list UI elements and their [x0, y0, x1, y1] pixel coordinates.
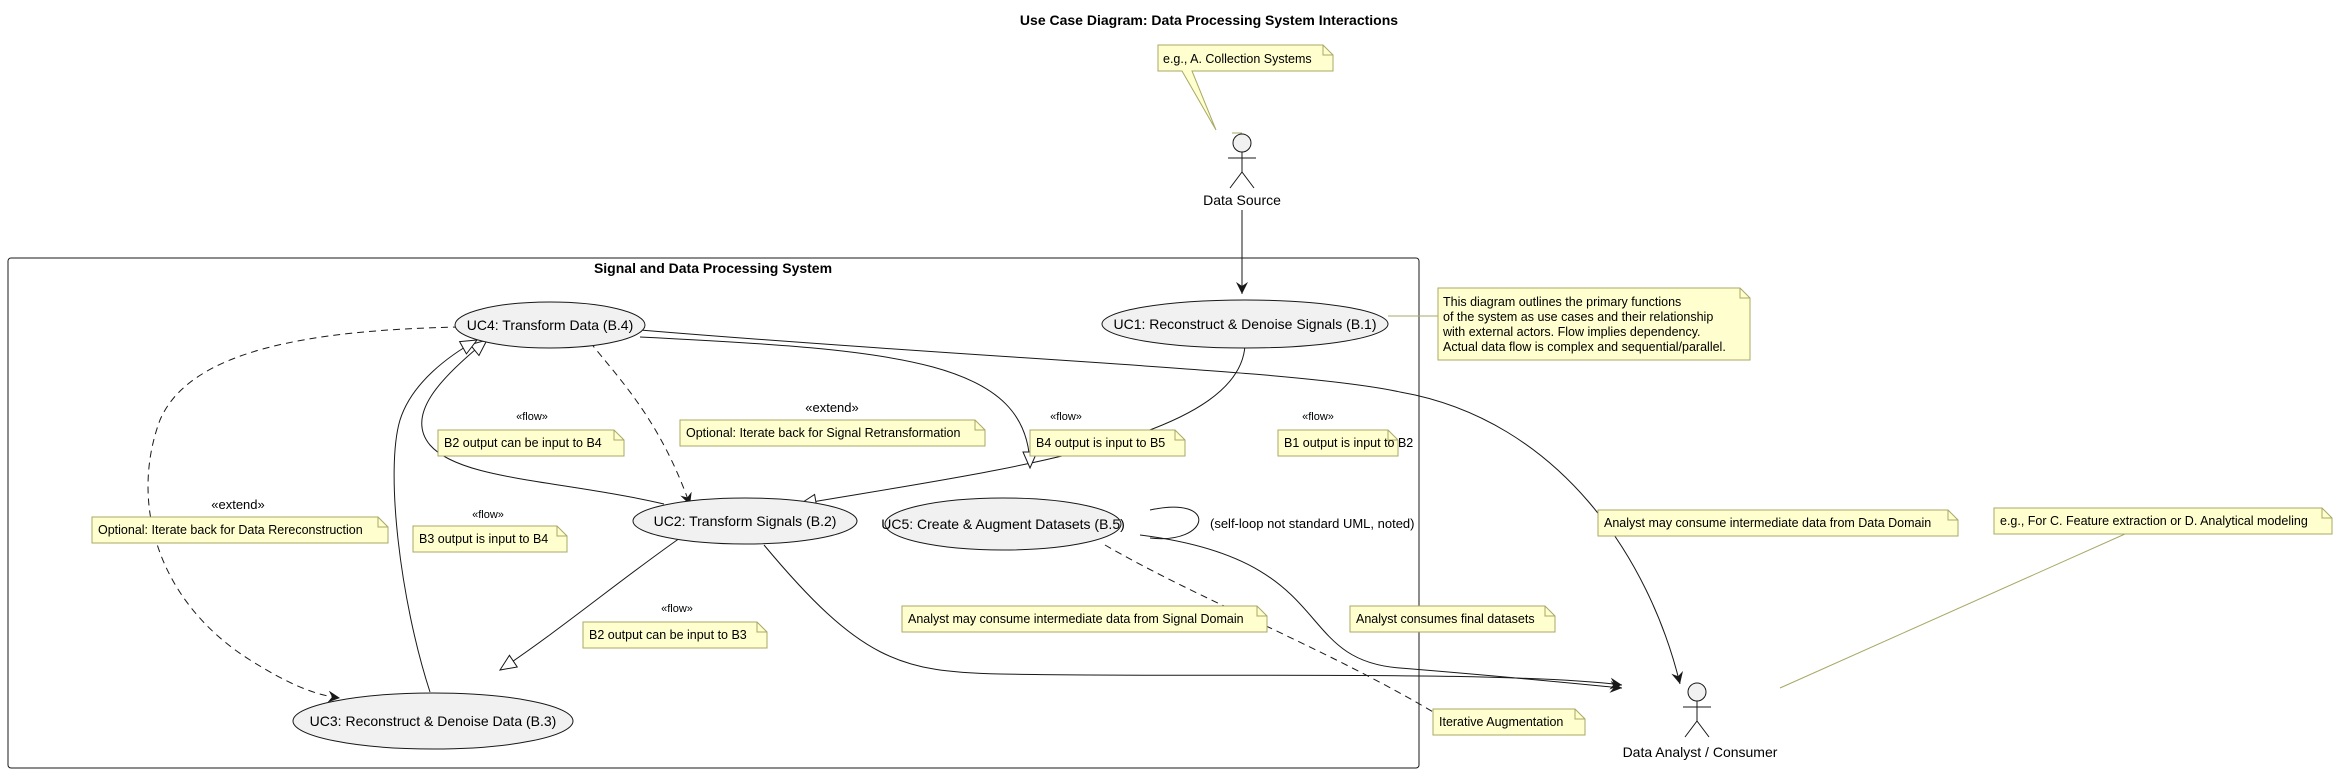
note-feature: e.g., For C. Feature extraction or D. An… — [1993, 507, 2333, 535]
use-case-uc4[interactable]: UC4: Transform Data (B.4) — [454, 301, 646, 349]
note-overview-line-1: This diagram outlines the primary functi… — [1443, 295, 1681, 309]
note-iterate-signal: Optional: Iterate back for Signal Retran… — [679, 419, 986, 447]
note-analyst-signal: Analyst may consume intermediate data fr… — [901, 605, 1268, 633]
uc2-label: UC2: Transform Signals (B.2) — [654, 513, 837, 529]
uc4-to-uc3-extend — [147, 326, 461, 703]
uc4-to-uc2-extend — [589, 341, 692, 506]
diagram-title: Use Case Diagram: Data Processing System… — [1020, 12, 1398, 28]
actor-head-icon — [1687, 682, 1707, 702]
stereo-flow-b1-b2: «flow» — [1302, 411, 1334, 423]
note-overview-line-2: of the system as use cases and their rel… — [1443, 310, 1713, 324]
stereo-extend-signal: «extend» — [805, 400, 859, 415]
uc1-label: UC1: Reconstruct & Denoise Signals (B.1) — [1114, 316, 1377, 332]
use-case-uc5[interactable]: UC5: Create & Augment Datasets (B.5) — [881, 497, 1125, 551]
note-b2-b4: B2 output can be input to B4 — [437, 429, 625, 457]
note-b2-b4-text: B2 output can be input to B4 — [444, 436, 602, 450]
note-overview: This diagram outlines the primary functi… — [1437, 287, 1751, 361]
note-links — [1232, 132, 2126, 689]
connections — [147, 210, 1684, 717]
note-b4-b5: B4 output is input to B5 — [1029, 429, 1186, 457]
note-analyst-final-text: Analyst consumes final datasets — [1356, 612, 1535, 626]
note-b4-b5-text: B4 output is input to B5 — [1036, 436, 1165, 450]
actor-data-analyst-label: Data Analyst / Consumer — [1623, 744, 1778, 760]
uc3-label: UC3: Reconstruct & Denoise Data (B.3) — [310, 713, 557, 729]
note-analyst-signal-text: Analyst may consume intermediate data fr… — [908, 612, 1244, 626]
stereo-extend-data: «extend» — [211, 497, 265, 512]
actor-head-icon — [1232, 133, 1252, 153]
note-overview-line-4: Actual data flow is complex and sequenti… — [1443, 340, 1726, 354]
use-case-uc3[interactable]: UC3: Reconstruct & Denoise Data (B.3) — [292, 692, 574, 750]
uc2-to-uc4-flow — [421, 339, 665, 505]
note-iterative-aug: Iterative Augmentation — [1432, 708, 1586, 736]
note-b1-b2-text: B1 output is input to B2 — [1284, 436, 1413, 450]
uc3-to-uc4-flow — [393, 339, 479, 693]
actor-data-source[interactable] — [1228, 133, 1256, 189]
note-collection-text: e.g., A. Collection Systems — [1163, 52, 1312, 66]
note-analyst-data-text: Analyst may consume intermediate data fr… — [1604, 516, 1931, 530]
uc2-to-uc3-flow — [498, 537, 681, 671]
uc5-to-analyst-arrow — [1139, 534, 1623, 693]
stereo-flow-b2-b3: «flow» — [661, 603, 693, 615]
stereo-flow-b3-b4: «flow» — [472, 509, 504, 521]
self-loop-label: (self-loop not standard UML, noted) — [1210, 516, 1415, 531]
actor-data-analyst[interactable] — [1683, 682, 1711, 738]
system-boundary — [7, 257, 1420, 769]
uc2-to-analyst-arrow — [763, 544, 1623, 690]
note-b1-b2: B1 output is input to B2 — [1277, 429, 1413, 457]
note-overview-line-3: with external actors. Flow implies depen… — [1442, 325, 1701, 339]
system-title: Signal and Data Processing System — [594, 260, 832, 276]
stereo-flow-b4-b5: «flow» — [1050, 411, 1082, 423]
uc4-to-uc5-flow — [639, 336, 1038, 470]
uc5-label: UC5: Create & Augment Datasets (B.5) — [881, 516, 1125, 532]
uc4-to-analyst-arrow — [639, 329, 1684, 685]
use-case-uc2[interactable]: UC2: Transform Signals (B.2) — [632, 497, 858, 545]
note-b2-b3: B2 output can be input to B3 — [582, 621, 768, 649]
stereo-flow-b2-b4: «flow» — [516, 411, 548, 423]
note-iterate-data: Optional: Iterate back for Data Rerecons… — [91, 516, 389, 544]
note-analyst-data: Analyst may consume intermediate data fr… — [1597, 509, 1959, 537]
note-feature-text: e.g., For C. Feature extraction or D. An… — [2000, 514, 2308, 528]
note-iterate-signal-text: Optional: Iterate back for Signal Retran… — [686, 426, 960, 440]
note-analyst-final: Analyst consumes final datasets — [1349, 605, 1556, 633]
use-case-uc1[interactable]: UC1: Reconstruct & Denoise Signals (B.1) — [1101, 299, 1389, 349]
note-b3-b4-text: B3 output is input to B4 — [419, 532, 548, 546]
note-b3-b4: B3 output is input to B4 — [412, 525, 568, 553]
uc5-self-loop — [1149, 506, 1200, 540]
note-collection: e.g., A. Collection Systems — [1157, 44, 1334, 131]
note-b2-b3-text: B2 output can be input to B3 — [589, 628, 747, 642]
note-iterative-aug-text: Iterative Augmentation — [1439, 715, 1563, 729]
uc4-label: UC4: Transform Data (B.4) — [467, 317, 634, 333]
actor-data-source-label: Data Source — [1203, 192, 1281, 208]
note-iterate-data-text: Optional: Iterate back for Data Rerecons… — [98, 523, 363, 537]
